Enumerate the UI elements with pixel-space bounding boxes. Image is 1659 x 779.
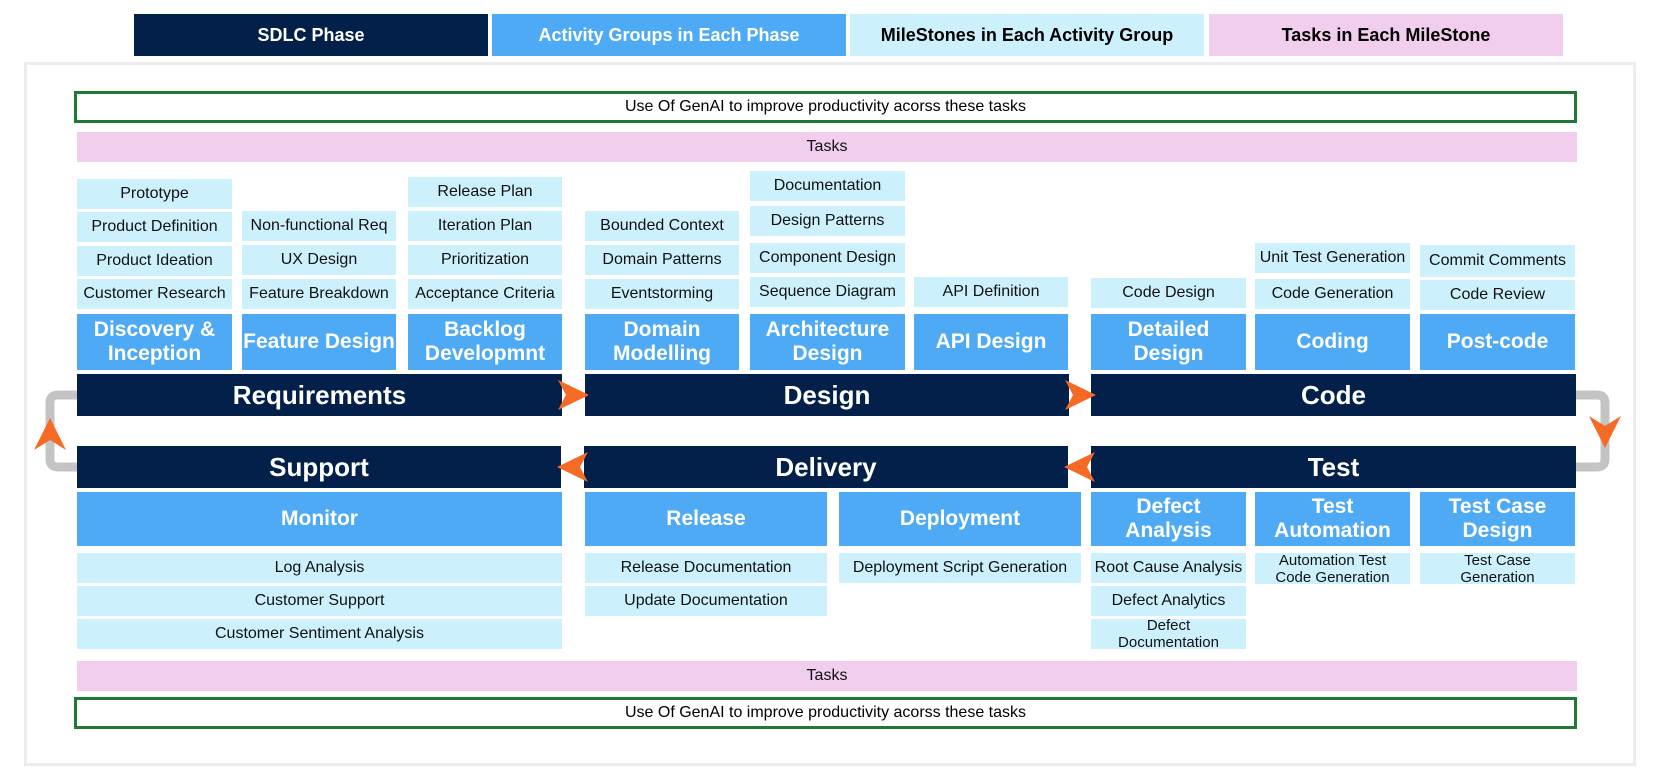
milestone-prototype: Prototype: [77, 179, 232, 209]
milestone-customer-support: Customer Support: [77, 586, 562, 616]
group-api-design: API Design: [914, 314, 1068, 370]
milestone-defect-analytics: Defect Analytics: [1091, 586, 1246, 616]
milestone-design-patterns: Design Patterns: [750, 206, 905, 236]
diagram-frame: [24, 62, 1636, 766]
milestone-sequence-diagram: Sequence Diagram: [750, 277, 905, 307]
milestone-code-generation: Code Generation: [1255, 279, 1410, 309]
milestone-product-definition: Product Definition: [77, 212, 232, 242]
phase-requirements: Requirements: [77, 374, 562, 416]
milestone-component-design: Component Design: [750, 243, 905, 273]
legend-milestones: MileStones in Each Activity Group: [850, 14, 1204, 56]
milestone-non-functional-req: Non-functional Req: [242, 211, 396, 241]
milestone-release-documentation: Release Documentation: [585, 553, 827, 583]
group-monitor: Monitor: [77, 492, 562, 546]
genai-banner-top: Use Of GenAI to improve productivity aco…: [74, 91, 1577, 123]
tasks-bar-bottom: Tasks: [77, 661, 1577, 691]
arrow-up-icon: [34, 418, 66, 450]
group-deployment: Deployment: [839, 492, 1081, 546]
milestone-acceptance-criteria: Acceptance Criteria: [408, 279, 562, 309]
milestone-ux-design: UX Design: [242, 245, 396, 275]
arrow-down-icon: [1589, 416, 1621, 448]
milestone-documentation: Documentation: [750, 171, 905, 201]
group-post-code: Post-code: [1420, 314, 1575, 370]
milestone-eventstorming: Eventstorming: [585, 279, 739, 309]
phase-delivery: Delivery: [584, 446, 1068, 488]
milestone-log-analysis: Log Analysis: [77, 553, 562, 583]
milestone-release-plan: Release Plan: [408, 177, 562, 207]
genai-banner-bottom: Use Of GenAI to improve productivity aco…: [74, 697, 1577, 729]
milestone-customer-research: Customer Research: [77, 279, 232, 309]
milestone-update-documentation: Update Documentation: [585, 586, 827, 616]
milestone-prioritization: Prioritization: [408, 245, 562, 275]
group-test-case-design: Test Case Design: [1420, 492, 1575, 546]
group-test-automation: Test Automation: [1255, 492, 1410, 546]
group-feature-design: Feature Design: [242, 314, 396, 370]
legend-tasks: Tasks in Each MileStone: [1209, 14, 1563, 56]
group-discovery-inception: Discovery & Inception: [77, 314, 232, 370]
group-coding: Coding: [1255, 314, 1410, 370]
legend-activity-groups: Activity Groups in Each Phase: [492, 14, 846, 56]
milestone-bounded-context: Bounded Context: [585, 211, 739, 241]
arrow-left-icon: [1064, 452, 1095, 482]
group-backlog-development: Backlog Developmnt: [408, 314, 562, 370]
milestone-api-definition: API Definition: [914, 277, 1068, 307]
milestone-product-ideation: Product Ideation: [77, 246, 232, 276]
tasks-bar-top: Tasks: [77, 132, 1577, 162]
milestone-feature-breakdown: Feature Breakdown: [242, 279, 396, 309]
milestone-code-review: Code Review: [1420, 280, 1575, 310]
milestone-customer-sentiment-analysis: Customer Sentiment Analysis: [77, 619, 562, 649]
group-release: Release: [585, 492, 827, 546]
arrow-right-icon: [558, 380, 589, 410]
phase-design: Design: [585, 374, 1069, 416]
group-defect-analysis: Defect Analysis: [1091, 492, 1246, 546]
milestone-automation-test-code-generation: Automation Test Code Generation: [1255, 552, 1410, 586]
milestone-unit-test-generation: Unit Test Generation: [1255, 243, 1410, 273]
milestone-deployment-script-generation: Deployment Script Generation: [839, 553, 1081, 583]
arrow-right-icon: [1065, 380, 1096, 410]
milestone-commit-comments: Commit Comments: [1420, 245, 1575, 277]
phase-code: Code: [1091, 374, 1576, 416]
phase-test: Test: [1091, 446, 1576, 488]
milestone-test-case-generation: Test Case Generation: [1420, 552, 1575, 586]
milestone-code-design: Code Design: [1091, 278, 1246, 308]
milestone-domain-patterns: Domain Patterns: [585, 245, 739, 275]
group-detailed-design: Detailed Design: [1091, 314, 1246, 370]
phase-support: Support: [77, 446, 561, 488]
milestone-defect-documentation: Defect Documentation: [1091, 617, 1246, 651]
group-architecture-design: Architecture Design: [750, 314, 905, 370]
arrow-left-icon: [557, 452, 588, 482]
milestone-root-cause-analysis: Root Cause Analysis: [1091, 553, 1246, 583]
legend-sdlc-phase: SDLC Phase: [134, 14, 488, 56]
group-domain-modelling: Domain Modelling: [585, 314, 739, 370]
milestone-iteration-plan: Iteration Plan: [408, 211, 562, 241]
